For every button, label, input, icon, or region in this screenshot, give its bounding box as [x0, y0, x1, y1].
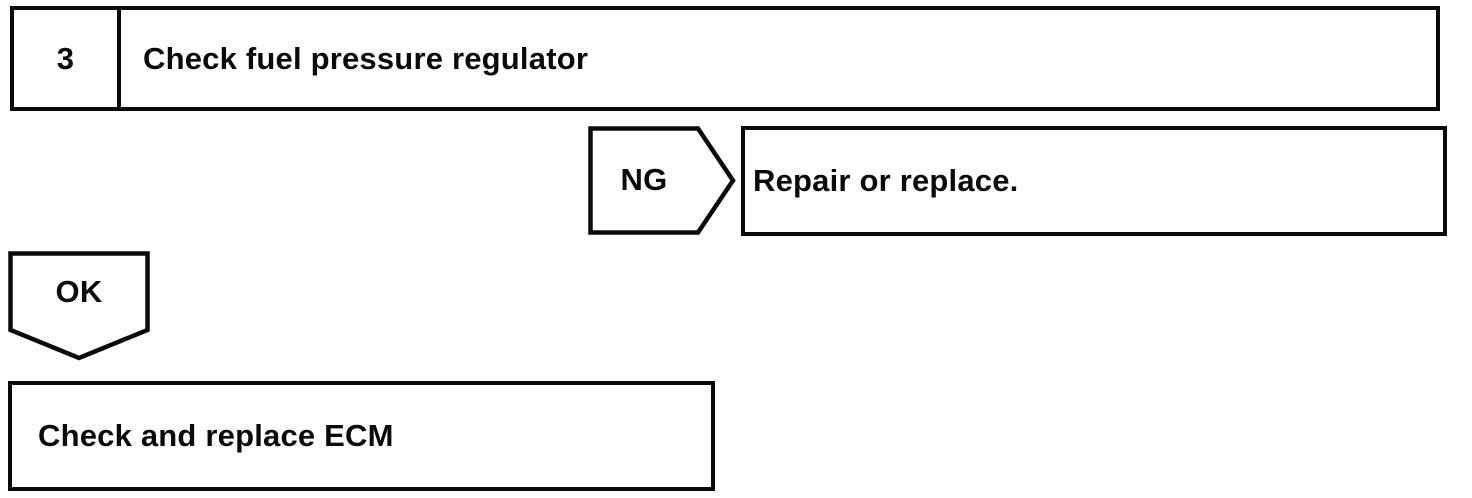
ng-action-text: Repair or replace.: [753, 163, 1019, 198]
ok-label: OK: [55, 274, 103, 309]
ng-label: NG: [620, 161, 668, 197]
ng-label-container: NG: [590, 126, 698, 233]
step-box: 3 Check fuel pressure regulator: [10, 6, 1440, 111]
ok-pentagon-icon: [8, 251, 150, 361]
ng-action-box: Repair or replace.: [741, 126, 1447, 236]
ng-pentagon-icon: [588, 126, 736, 235]
ok-action-box: Check and replace ECM: [8, 381, 715, 491]
ok-connector-shape: [8, 251, 150, 361]
step-title-cell: Check fuel pressure regulator: [121, 10, 1436, 107]
step-number-cell: 3: [14, 10, 121, 107]
step-number: 3: [56, 40, 75, 76]
ok-action-text: Check and replace ECM: [38, 418, 394, 453]
step-title: Check fuel pressure regulator: [143, 40, 589, 76]
ng-connector-shape: [588, 126, 736, 235]
ok-label-container: OK: [8, 251, 150, 333]
